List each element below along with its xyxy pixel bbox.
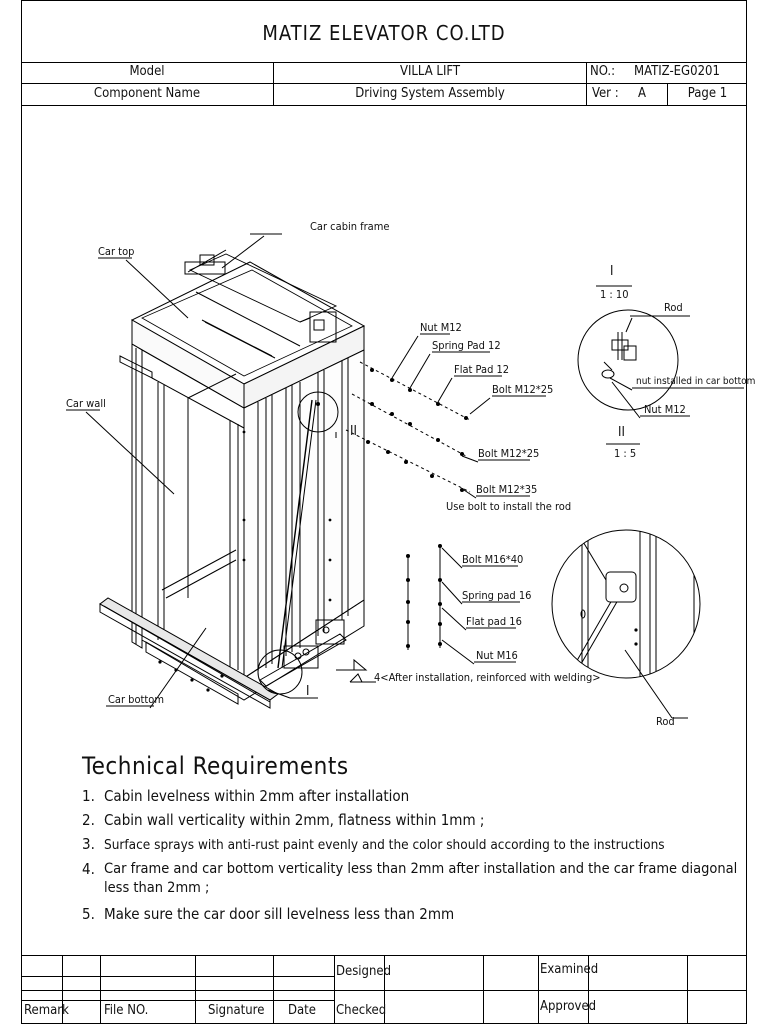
drawing-number: MATIZ-EG0201: [634, 64, 720, 79]
footer-designed: Designed: [336, 964, 392, 979]
model-value: VILLA LIFT: [399, 64, 461, 79]
label-nut-m16: Nut M16: [476, 649, 518, 662]
car-cabin-frame: [188, 253, 338, 323]
drawing-number-label: NO.:: [590, 64, 616, 79]
label-bolt-m12-25-b: Bolt M12*25: [478, 447, 540, 460]
requirement-item: 5.Make sure the car door sill levelness …: [82, 905, 455, 923]
footer-examined: Examined: [540, 962, 599, 977]
label-bolt-m12-35: Bolt M12*35: [476, 483, 538, 496]
label-car-top: Car top: [98, 245, 135, 258]
marker-ii-label: II: [350, 424, 357, 439]
footer-remark: Remark: [24, 1003, 69, 1018]
footer-signature: Signature: [208, 1003, 265, 1018]
label-spring-pad-16: Spring pad 16: [462, 589, 532, 602]
component-name-label: Component Name: [93, 86, 201, 101]
version-value: A: [638, 86, 646, 101]
tie-rod: [277, 399, 313, 669]
label-use-bolt: Use bolt to install the rod: [446, 500, 572, 513]
label-weld-note: 4<After installation, reinforced with we…: [374, 671, 601, 684]
technical-requirements-title: Technical Requirements: [82, 752, 349, 780]
version-label: Ver :: [592, 86, 619, 101]
page-number: Page 1: [687, 86, 728, 101]
detail-i-rod-label: Rod: [664, 301, 683, 314]
label-spring-pad-12: Spring Pad 12: [432, 339, 501, 352]
requirement-item: 2.Cabin wall verticality within 2mm, fla…: [82, 811, 485, 829]
label-car-bottom: Car bottom: [108, 693, 164, 706]
label-bolt-m16-40: Bolt M16*40: [462, 553, 524, 566]
component-name-value: Driving System Assembly: [355, 86, 505, 101]
footer-approved: Approved: [540, 999, 597, 1014]
company-name: MATIZ ELEVATOR CO.LTD: [262, 21, 506, 45]
detail-i-nut-note: nut installed in car bottom: [636, 376, 756, 387]
requirement-item: 4.Car frame and car bottom verticality l…: [82, 860, 738, 896]
technical-requirements-list: 1.Cabin levelness within 2mm after insta…: [82, 784, 742, 926]
footer-date: Date: [288, 1003, 316, 1018]
label-car-wall: Car wall: [66, 397, 106, 410]
label-flat-pad-12: Flat Pad 12: [454, 363, 510, 376]
detail-i-title: I: [610, 264, 614, 279]
detail-ii-title: II: [618, 425, 625, 440]
label-car-cabin-frame: Car cabin frame: [310, 220, 390, 233]
detail-ii-marker: [297, 391, 339, 433]
detail-i-nut-label: Nut M12: [644, 403, 686, 416]
requirement-item: 1.Cabin levelness within 2mm after insta…: [82, 787, 410, 805]
label-flat-pad-16: Flat pad 16: [466, 615, 522, 628]
label-nut-m12: Nut M12: [420, 321, 462, 334]
footer-checked: Checked: [336, 1003, 387, 1018]
detail-ii-rod-label: Rod: [656, 715, 675, 728]
model-label: Model: [129, 64, 165, 79]
marker-i-label: I: [306, 684, 310, 699]
detail-ii-scale: 1 : 5: [614, 447, 637, 460]
label-bolt-m12-25-a: Bolt M12*25: [492, 383, 554, 396]
footer-file-no: File NO.: [104, 1003, 149, 1018]
requirement-item: 3.Surface sprays with anti-rust paint ev…: [82, 835, 665, 853]
detail-i-scale: 1 : 10: [600, 288, 629, 301]
